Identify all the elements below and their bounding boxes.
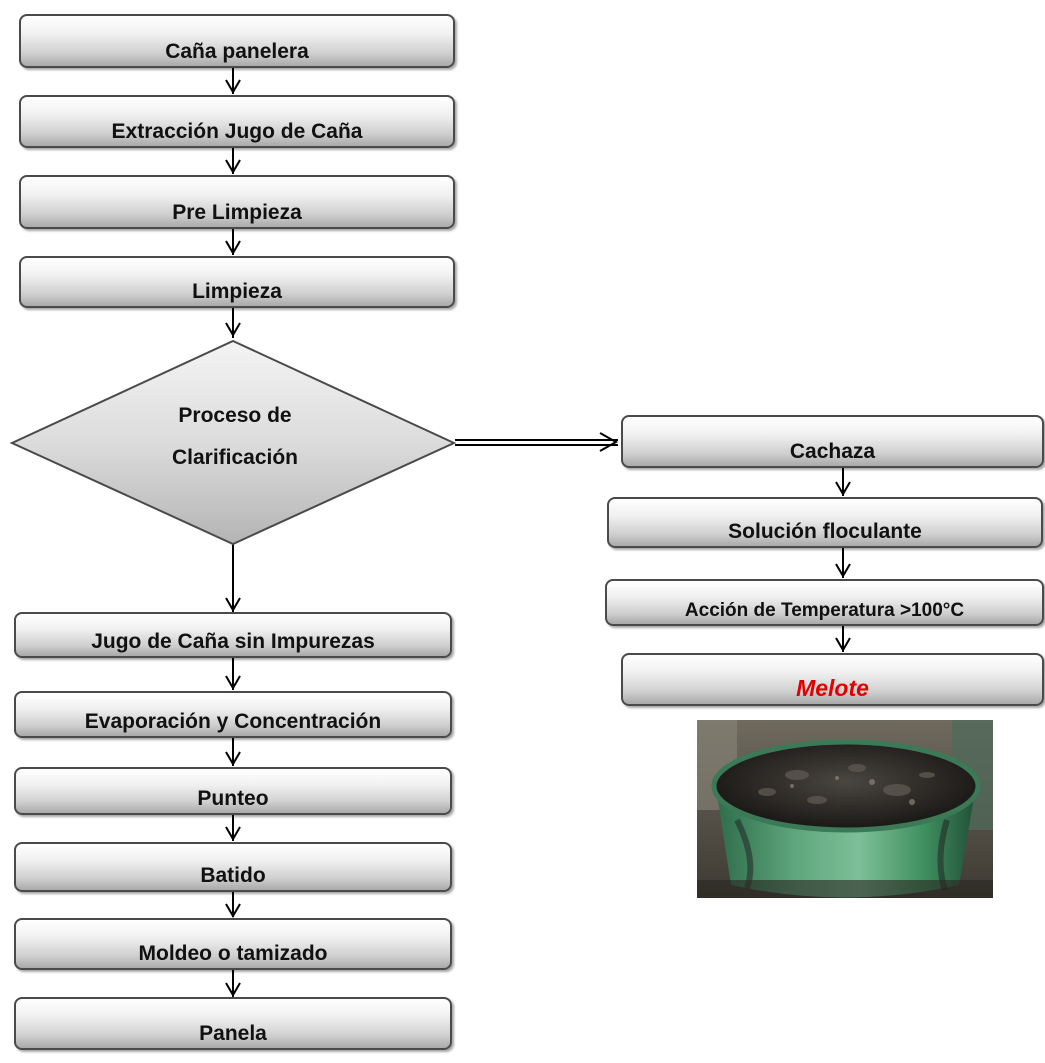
step-moldeo: Moldeo o tamizado xyxy=(14,918,452,970)
arrowhead xyxy=(225,159,241,174)
decision-label: Proceso de Clarificación xyxy=(140,395,330,479)
decision-label-line2: Clarificación xyxy=(171,446,299,469)
step-jugo-sin-impurezas: Jugo de Caña sin Impurezas xyxy=(14,612,452,658)
arrowhead xyxy=(599,432,619,452)
arrowhead xyxy=(835,563,851,578)
arrowhead xyxy=(225,903,241,918)
arrowhead xyxy=(225,675,241,690)
arrowhead xyxy=(225,322,241,337)
arrowhead xyxy=(835,637,851,652)
step-batido: Batido xyxy=(14,842,452,892)
step-accion-temperatura: Acción de Temperatura >100°C xyxy=(605,579,1044,626)
step-melote: Melote xyxy=(621,653,1044,706)
arrowhead xyxy=(225,79,241,94)
step-cachaza: Cachaza xyxy=(621,415,1044,468)
melote-photo xyxy=(697,720,993,898)
melote-photo-illustration xyxy=(697,720,993,898)
decision-diamond xyxy=(9,339,457,546)
arrowhead xyxy=(225,240,241,255)
step-evaporacion: Evaporación y Concentración xyxy=(14,691,452,738)
arrowhead xyxy=(225,826,241,841)
step-cana-panelera: Caña panelera xyxy=(19,14,455,68)
step-solucion-floculante: Solución floculante xyxy=(607,497,1043,548)
arrowhead xyxy=(225,597,241,612)
step-panela: Panela xyxy=(14,997,452,1050)
step-extraccion-jugo: Extracción Jugo de Caña xyxy=(19,95,455,148)
step-limpieza: Limpieza xyxy=(19,256,455,308)
arrowhead xyxy=(225,982,241,997)
arrowhead xyxy=(835,481,851,496)
decision-label-line1: Proceso de xyxy=(178,404,292,427)
arrowhead xyxy=(225,751,241,766)
step-punteo: Punteo xyxy=(14,767,452,815)
step-pre-limpieza: Pre Limpieza xyxy=(19,175,455,229)
